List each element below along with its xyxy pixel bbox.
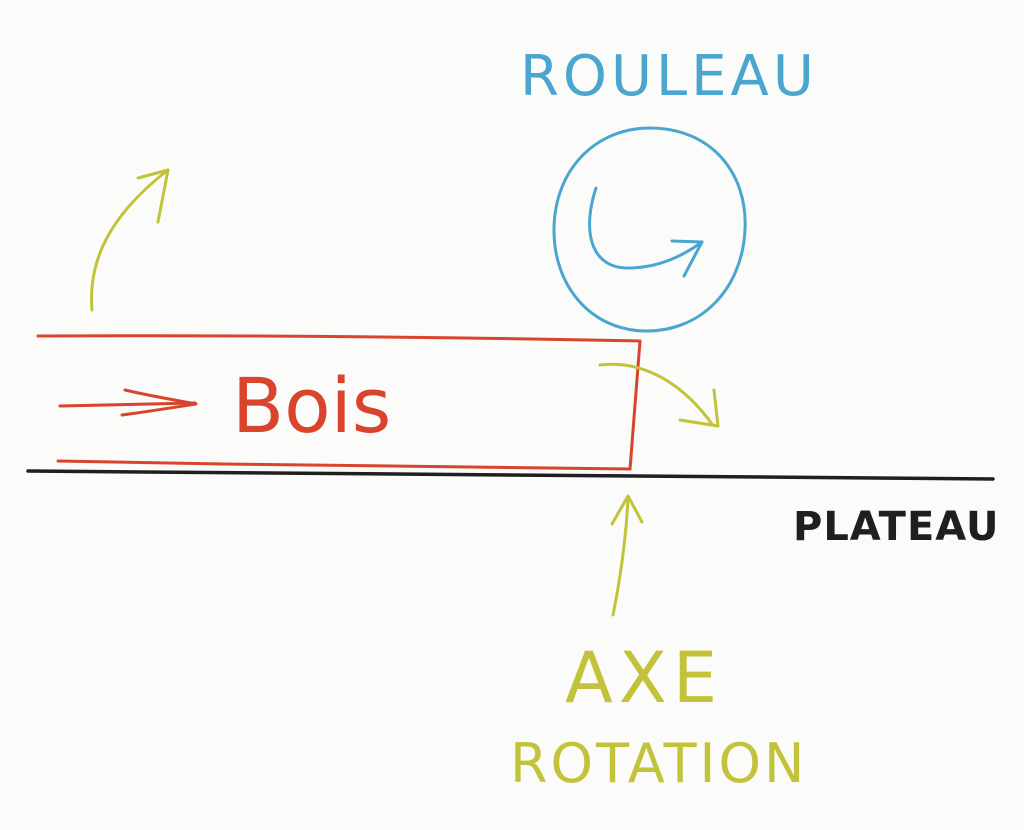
wood-block-bottom-edge: [56, 459, 632, 471]
axis-arrow-icon: [610, 494, 644, 617]
plateau-line: [26, 469, 995, 481]
wood-feed-arrow-icon: [58, 388, 198, 417]
axis-label-line2: ROTATION: [510, 732, 807, 795]
lift-arrow-icon: [90, 168, 170, 312]
roller-rotation-arrow-icon: [588, 186, 704, 270]
roller-rotation-arrowhead-icon: [670, 239, 704, 278]
wood-label: Bois: [232, 361, 391, 450]
roller: [552, 126, 747, 333]
axis-label-line1: AXE: [565, 637, 723, 719]
wood-block-top-edge: [36, 334, 642, 343]
roller-circle: [552, 126, 747, 333]
plateau-label: PLATEAU: [793, 504, 999, 550]
pivot-arrow-icon: [598, 362, 720, 428]
wood-block-right-edge: [628, 339, 642, 471]
wood-block: [36, 334, 642, 471]
roller-label: ROULEAU: [520, 44, 818, 109]
